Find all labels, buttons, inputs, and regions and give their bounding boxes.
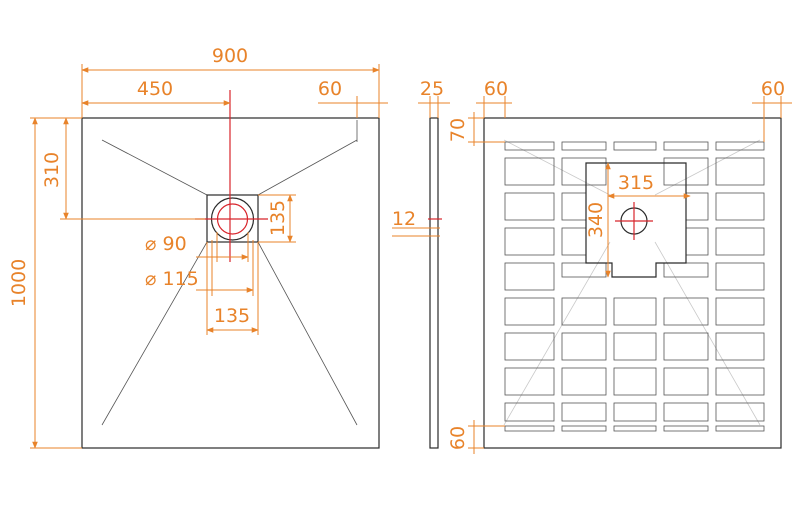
top-margin-label: 70 bbox=[447, 118, 469, 142]
bottom-view bbox=[483, 117, 782, 449]
drain-offset-x-label: 450 bbox=[137, 78, 173, 100]
tray-profile bbox=[429, 117, 439, 449]
bottom-outline bbox=[483, 117, 782, 449]
dim-outer-diameter: ⌀ 115 bbox=[145, 240, 254, 296]
side-slope-label: 60 bbox=[318, 78, 342, 100]
dim-drain-offset-y: 310 bbox=[41, 117, 205, 220]
dim-length: 1000 bbox=[8, 117, 82, 449]
outer-diameter-label: ⌀ 115 bbox=[145, 268, 199, 290]
dim-recess-height: 340 bbox=[585, 162, 611, 278]
grate-height-label: 135 bbox=[267, 200, 289, 236]
dim-drain-diameter: ⌀ 90 bbox=[145, 232, 249, 262]
right-margin-label: 60 bbox=[761, 78, 785, 100]
dim-width: 900 bbox=[81, 45, 380, 118]
dim-side-slope: 60 bbox=[318, 78, 388, 118]
edge-height-label: 12 bbox=[392, 208, 416, 230]
dim-grate-height: 135 bbox=[258, 194, 296, 243]
ghost-slope-lines bbox=[503, 139, 761, 426]
dim-top-margin: 70 bbox=[447, 112, 505, 146]
dim-drain-offset-x: 450 bbox=[81, 78, 231, 106]
support-grid bbox=[504, 141, 765, 432]
drain-offset-y-label: 310 bbox=[41, 152, 63, 188]
drain-diameter-label: ⌀ 90 bbox=[145, 233, 187, 255]
length-label: 1000 bbox=[8, 259, 30, 307]
dim-right-margin: 60 bbox=[752, 78, 792, 142]
top-view bbox=[81, 90, 380, 449]
bottom-margin-label: 60 bbox=[447, 426, 469, 450]
dim-grate-width: 135 bbox=[206, 242, 259, 335]
side-view: 25 12 bbox=[392, 78, 450, 449]
left-margin-label: 60 bbox=[484, 78, 508, 100]
slope-lines bbox=[101, 139, 358, 426]
dim-bottom-margin: 60 bbox=[447, 420, 505, 454]
dim-left-margin: 60 bbox=[476, 78, 512, 118]
grate-width-label: 135 bbox=[214, 305, 250, 327]
recess-height-label: 340 bbox=[585, 202, 607, 238]
width-label: 900 bbox=[212, 45, 248, 67]
dim-recess-width: 315 bbox=[607, 172, 691, 199]
thickness-label: 25 bbox=[420, 78, 444, 100]
recess-width-label: 315 bbox=[618, 172, 654, 194]
